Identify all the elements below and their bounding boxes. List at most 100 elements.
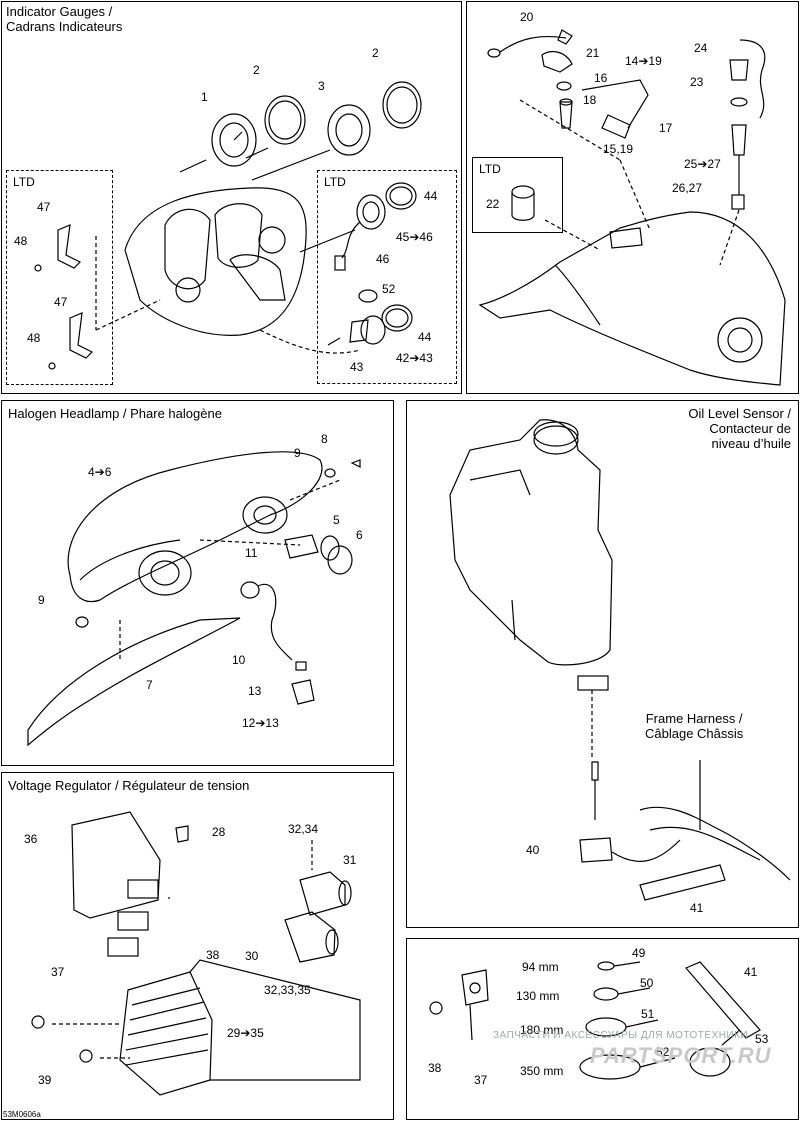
gauge-3-icon (327, 104, 371, 156)
callout-45-46: 45➔46 (396, 230, 433, 244)
callout-1: 1 (201, 90, 208, 104)
callout-38: 38 (206, 948, 220, 962)
callout-2: 2 (253, 63, 260, 77)
oil-sensor-40-icon (579, 761, 681, 863)
callout-8: 8 (321, 432, 328, 446)
callout-42-43: 42➔43 (396, 351, 433, 365)
cap-tether-icon (487, 29, 573, 73)
tie-53-icon (689, 1029, 741, 1077)
callout-52-tie: 52 (656, 1045, 670, 1059)
callout-51: 51 (641, 1007, 655, 1021)
washer-icon (556, 81, 572, 91)
callout-47: 47 (37, 200, 51, 214)
halogen-headlamp-title: Halogen Headlamp / Phare halogène (8, 406, 222, 421)
callout-44: 44 (424, 189, 438, 203)
callout-37: 37 (51, 965, 65, 979)
oil-level-sensor-title: Oil Level Sensor / Contacteur de niveau … (688, 406, 791, 451)
ltd-left-label: LTD (13, 175, 35, 189)
cap-24-icon (729, 39, 766, 119)
callout-2b: 2 (372, 46, 379, 60)
callout-13: 13 (248, 684, 262, 698)
callout-29-35: 29➔35 (227, 1026, 264, 1040)
ltd-fuel-frame: LTD (472, 157, 563, 233)
callout-24: 24 (694, 41, 708, 55)
watermark-caption: ЗАПЧАСТИ И АКСЕССУАРЫ ДЛЯ МОТОТЕХНИКИ (493, 1030, 749, 1041)
callout-31: 31 (343, 853, 357, 867)
trim-7-icon (27, 617, 241, 747)
callout-47b: 47 (54, 295, 68, 309)
oil-level-sensor-panel (406, 400, 799, 928)
document-id: 53M0606a (3, 1110, 41, 1119)
callout-48b: 48 (27, 331, 41, 345)
screw-icon (175, 825, 189, 843)
screw-icon (31, 1015, 93, 1063)
indicator-gauges-panel (1, 1, 462, 394)
fuel-hose-icon (581, 79, 649, 139)
callout-10: 10 (232, 653, 246, 667)
voltage-regulator-panel (1, 772, 394, 1120)
callout-12-13: 12➔13 (242, 716, 279, 730)
screw-icon (75, 616, 89, 628)
screw-icon (324, 459, 361, 478)
callout-7: 7 (146, 678, 153, 692)
callout-6: 6 (356, 528, 363, 542)
callout-22: 22 (486, 197, 500, 211)
callout-41-trim: 41 (744, 965, 758, 979)
oil-tank-icon (449, 419, 613, 760)
clip-52-icon (358, 289, 378, 303)
headlamp-housing-icon (67, 451, 341, 660)
callout-41: 41 (690, 901, 704, 915)
bulb-5-icon (284, 534, 340, 561)
connector-icon (291, 661, 315, 705)
callout-28: 28 (212, 825, 226, 839)
halogen-headlamp-panel (1, 400, 394, 766)
callout-50: 50 (640, 976, 654, 990)
ring-6-icon (327, 545, 353, 575)
callout-32-34: 32,34 (288, 822, 319, 836)
tie-size-94: 94 mm (522, 960, 559, 974)
frame-harness-title: Frame Harness / Câblage Châssis (645, 711, 744, 741)
screw-icon (429, 1001, 443, 1015)
ltd-left-frame: LTD (6, 170, 113, 385)
harness-icon (639, 760, 791, 901)
callout-37-tie: 37 (474, 1073, 488, 1087)
callout-25-27: 25➔27 (684, 157, 721, 171)
callout-15-19: 15,19 (603, 142, 634, 156)
callout-17: 17 (659, 121, 673, 135)
fuel-tank-icon (478, 99, 786, 386)
bezel-ring-icon (264, 95, 306, 145)
callout-9: 9 (294, 446, 301, 460)
callout-16: 16 (594, 71, 608, 85)
callout-21: 21 (586, 46, 600, 60)
callout-30: 30 (245, 949, 259, 963)
callout-20: 20 (520, 10, 534, 24)
voltage-regulator-title: Voltage Regulator / Régulateur de tensio… (8, 778, 250, 793)
tie-51-icon (585, 1017, 659, 1037)
callout-18: 18 (583, 93, 597, 107)
instrument-housing-icon (124, 147, 361, 354)
callout-26-27: 26,27 (672, 181, 703, 195)
callout-4-6: 4➔6 (88, 465, 112, 479)
fitting-icon (559, 98, 573, 129)
callout-46: 46 (376, 252, 390, 266)
gauge-42-icon (327, 315, 386, 346)
tie-size-130: 130 mm (516, 989, 560, 1003)
tie-size-180: 180 mm (520, 1023, 564, 1037)
regulator-bracket-icon (71, 811, 161, 957)
regulator-29-icon (119, 959, 361, 1096)
sensor-25-icon (731, 124, 747, 210)
connector-30-icon (284, 911, 339, 963)
tie-49-icon (597, 961, 641, 971)
washer-icon (730, 97, 748, 107)
callout-36: 36 (24, 832, 38, 846)
gauge-45-icon (334, 194, 386, 271)
tie-52-icon (579, 1054, 676, 1080)
callout-5: 5 (333, 513, 340, 527)
callout-49: 49 (632, 946, 646, 960)
bezel-ring-icon (382, 81, 422, 129)
tie-size-350: 350 mm (520, 1064, 564, 1078)
fuel-tank-panel (466, 1, 799, 394)
ltd-right-label: LTD (324, 175, 346, 189)
callout-38-tie: 38 (428, 1061, 442, 1075)
